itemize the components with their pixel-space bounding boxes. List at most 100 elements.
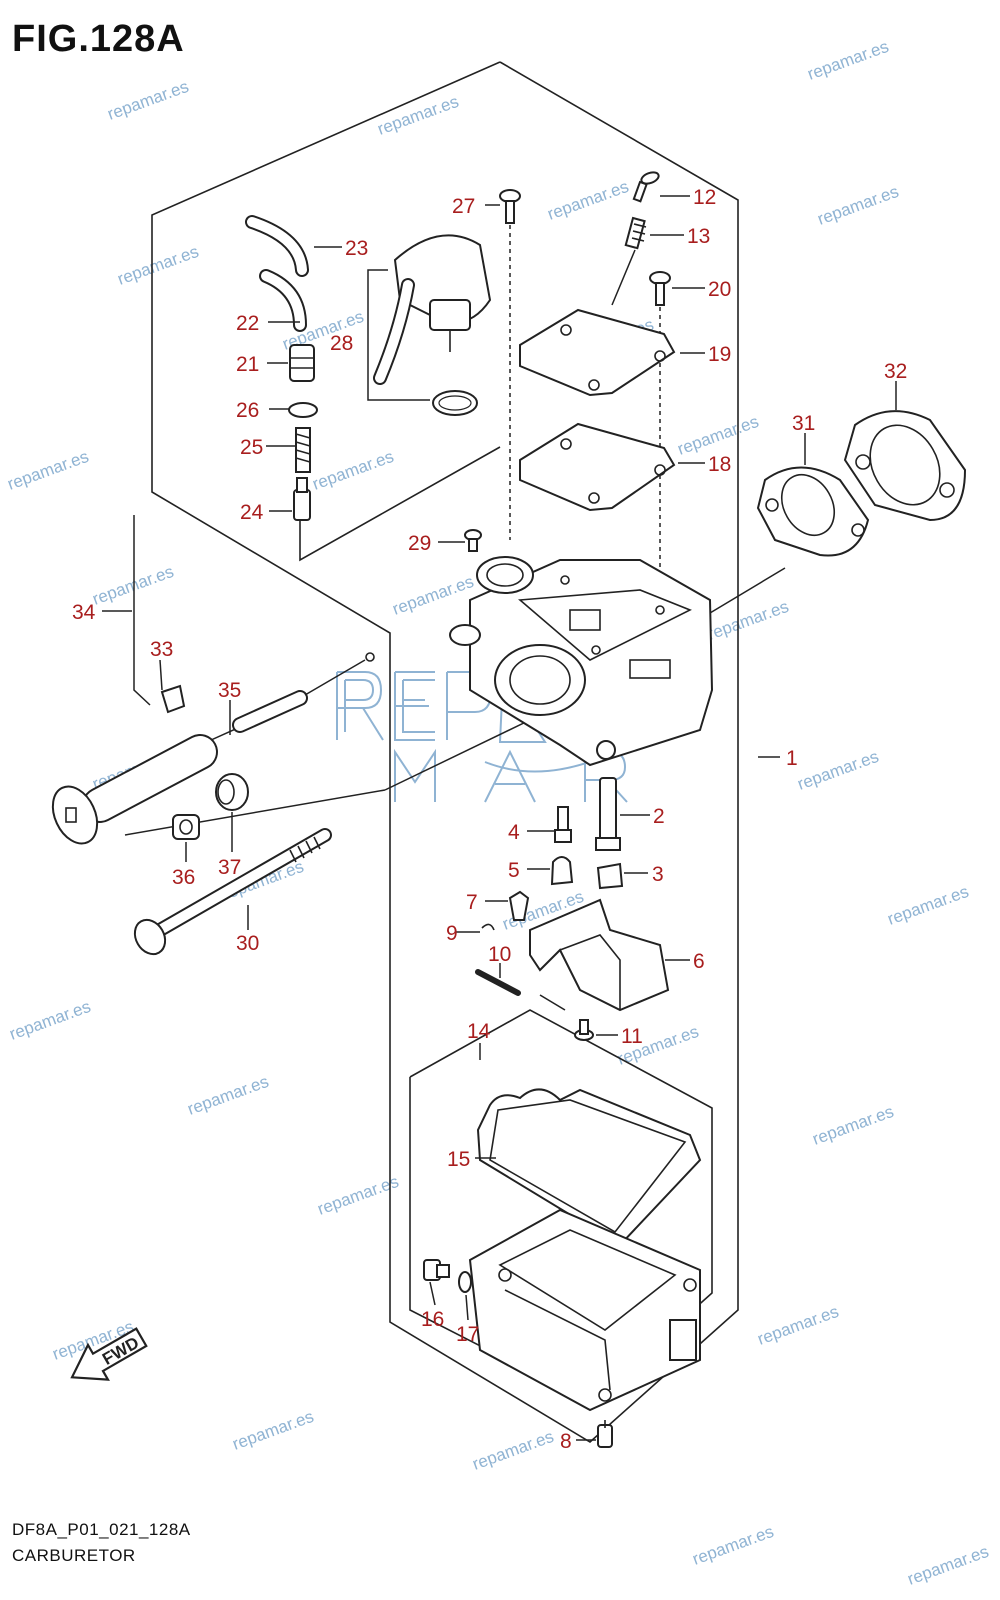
screw-29: [464, 529, 482, 552]
float-6: [529, 898, 670, 1012]
spring-13: [624, 216, 647, 250]
float-chamber: [468, 1208, 701, 1412]
needle-valve-7: [508, 890, 530, 921]
watermark: repamar.es: [390, 572, 476, 619]
callout-24: 24: [240, 501, 264, 524]
callout-10: 10: [488, 943, 511, 966]
watermark: repamar.es: [315, 1172, 401, 1219]
cover-19: [519, 308, 676, 397]
callout-29: 29: [408, 532, 431, 555]
callout-34: 34: [72, 601, 96, 624]
watermark: repamar.es: [805, 37, 891, 84]
diagram-code: DF8A_P01_021_128A: [12, 1520, 191, 1539]
watermark: repamar.es: [230, 1407, 316, 1454]
callout-8: 8: [560, 1430, 572, 1453]
clip-33: [160, 684, 186, 714]
main-jet-3: [596, 862, 624, 890]
watermark: repamar.es: [815, 182, 901, 229]
callout-17: 17: [456, 1323, 479, 1346]
choke-cable-35: [51, 652, 375, 845]
watermark: repamar.es: [690, 1522, 776, 1569]
pin-10: [475, 969, 521, 996]
callout-37: 37: [218, 856, 241, 879]
gasket-15: [476, 1088, 702, 1247]
callout-30: 30: [236, 932, 259, 955]
screw-12: [632, 171, 660, 203]
watermark: repamar.es: [310, 447, 396, 494]
pilot-jet-4: [554, 806, 572, 843]
watermark: repamar.es: [90, 562, 176, 609]
bolt-30: [133, 828, 332, 956]
drain-screw-16: [423, 1259, 450, 1281]
callout-16: 16: [421, 1308, 444, 1331]
watermark: repamar.es: [105, 77, 191, 124]
callout-15: 15: [447, 1148, 470, 1171]
watermark: repamar.es: [470, 1427, 556, 1474]
choke-solenoid-28: [373, 234, 492, 416]
callout-9: 9: [446, 922, 458, 945]
callout-36: 36: [172, 866, 195, 889]
watermark: repamar.es: [905, 1542, 991, 1589]
hose-23: [245, 215, 309, 277]
insulator-32: [843, 410, 967, 522]
callout-20: 20: [708, 278, 731, 301]
callout-11: 11: [621, 1025, 643, 1048]
gasket-18: [519, 422, 676, 512]
callout-5: 5: [508, 859, 520, 882]
fitting-21: [289, 344, 315, 382]
callout-21: 21: [236, 353, 259, 376]
callout-31: 31: [792, 412, 815, 435]
cap-5: [550, 856, 574, 886]
callout-26: 26: [236, 399, 259, 422]
callout-3: 3: [652, 863, 664, 886]
o-ring-26: [288, 402, 318, 418]
callout-22: 22: [236, 312, 259, 335]
hose-22: [259, 269, 307, 332]
callout-18: 18: [708, 453, 731, 476]
figure-title: FIG.128A: [12, 18, 185, 60]
leader-lines: [102, 195, 897, 1441]
watermark: repamar.es: [7, 997, 93, 1044]
watermark: repamar.es: [885, 882, 971, 929]
o-ring-17: [458, 1271, 472, 1293]
callout-25: 25: [240, 436, 263, 459]
watermark: repamar.es: [705, 597, 791, 644]
callout-32: 32: [884, 360, 907, 383]
rod-34: [133, 515, 151, 706]
watermark: repamar.es: [185, 1072, 271, 1119]
callout-23: 23: [345, 237, 368, 260]
watermark: repamar.es: [755, 1302, 841, 1349]
callout-6: 6: [693, 950, 705, 973]
callout-14: 14: [467, 1020, 491, 1043]
assembly-frame: [124, 61, 786, 1443]
callout-2: 2: [653, 805, 665, 828]
carburetor-body-1: [449, 556, 714, 767]
needle-24: [293, 477, 311, 521]
clip-9: [481, 923, 495, 931]
washer-37: [215, 773, 249, 811]
callout-19: 19: [708, 343, 731, 366]
screw-11: [574, 1019, 594, 1041]
gasket-31: [756, 466, 870, 557]
screw-27: [499, 189, 521, 224]
callout-13: 13: [687, 225, 710, 248]
callout-1: 1: [786, 747, 798, 770]
callout-33: 33: [150, 638, 173, 661]
callout-28: 28: [330, 332, 353, 355]
watermark: repamar.es: [795, 747, 881, 794]
main-nozzle-2: [595, 777, 621, 851]
watermark: repamar.es: [810, 1102, 896, 1149]
spring-25: [295, 427, 311, 473]
watermark: repamar.es: [5, 447, 91, 494]
callout-labels: 1 2 3 4 5 6 7 8 9 10 11 12 13 14 15 16 1…: [72, 186, 907, 1453]
screw-20: [649, 271, 671, 306]
diagram-name: CARBURETOR: [12, 1546, 136, 1565]
watermark: repamar.es: [115, 242, 201, 289]
callout-35: 35: [218, 679, 241, 702]
callout-27: 27: [452, 195, 475, 218]
callout-7: 7: [466, 891, 478, 914]
nut-36: [172, 814, 200, 840]
watermark: repamar.es: [545, 177, 631, 224]
callout-4: 4: [508, 821, 520, 844]
